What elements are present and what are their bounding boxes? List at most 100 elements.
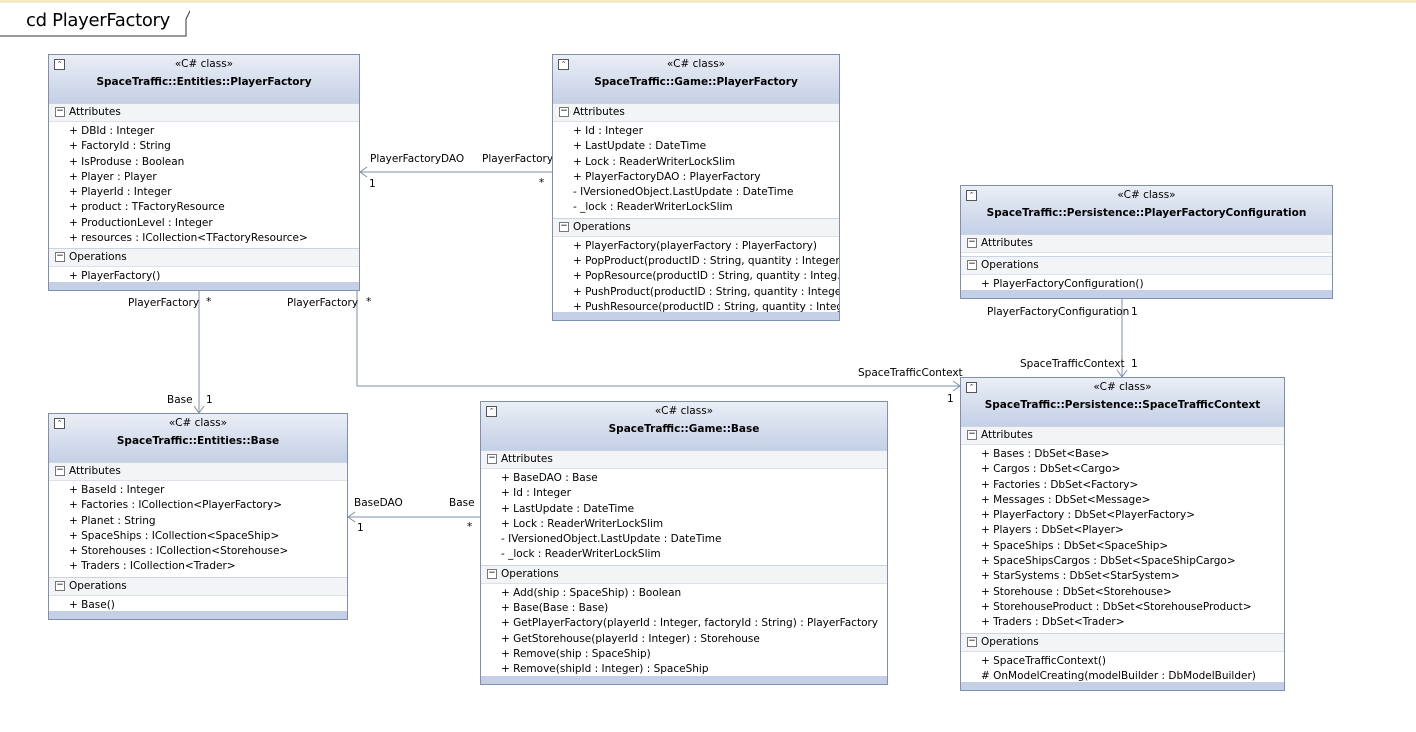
operation-item[interactable]: + PopProduct(productID : String, quantit… [573,255,839,268]
attribute-item[interactable]: + BaseDAO : Base [501,472,598,484]
attribute-item[interactable]: + PlayerId : Integer [69,186,172,199]
collapse-icon[interactable]: ⌃ [966,382,977,393]
attribute-item[interactable]: + SpaceShipsCargos : DbSet<SpaceShipCarg… [981,555,1236,568]
attribute-item[interactable]: - IVersionedObject.LastUpdate : DateTime [501,533,722,546]
class-header: ⌃ «C# class» SpaceTraffic::Game::PlayerF… [553,55,839,103]
multiplicity-base: 1 [206,394,213,406]
operation-item[interactable]: + PushResource(productID : String, quant… [573,300,839,313]
operation-item[interactable]: + Base() [69,598,115,611]
operation-item[interactable]: + PopResource(productID : String, quanti… [573,270,839,283]
class-playerfactory-configuration[interactable]: ⌃ «C# class» SpaceTraffic::Persistence::… [960,185,1333,299]
attribute-item[interactable]: + SpaceShips : DbSet<SpaceShip> [981,539,1169,552]
attribute-item[interactable]: + Traders : DbSet<Trader> [981,616,1125,629]
attribute-item[interactable]: + FactoryId : String [69,140,171,153]
class-entities-base[interactable]: ⌃ «C# class» SpaceTraffic::Entities::Bas… [48,413,348,620]
attributes-compartment-header[interactable]: −Attributes [961,426,1284,445]
class-game-playerfactory[interactable]: ⌃ «C# class» SpaceTraffic::Game::PlayerF… [552,54,840,321]
collapse-minus-icon[interactable]: − [967,259,977,270]
class-header: ⌃ «C# class» SpaceTraffic::Entities::Bas… [49,414,347,462]
attribute-item[interactable]: + resources : ICollection<TFactoryResour… [69,232,308,245]
operation-item[interactable]: + Base(Base : Base) [501,602,609,615]
operations-compartment-header[interactable]: −Operations [49,248,359,268]
attributes-compartment-header[interactable]: −Attributes [961,234,1332,253]
attribute-item[interactable]: - _lock : ReaderWriterLockSlim [501,548,661,561]
collapse-icon[interactable]: ⌃ [486,406,497,417]
attribute-item[interactable]: + Player : Player [69,170,157,183]
attribute-item[interactable]: + Lock : ReaderWriterLockSlim [573,155,736,168]
operations-compartment-header[interactable]: −Operations [961,632,1284,652]
operation-item[interactable]: + PushProduct(productID : String, quanti… [573,285,839,298]
collapse-minus-icon[interactable]: − [487,453,497,464]
attribute-item[interactable]: + BaseId : Integer [69,484,165,496]
diagram-frame-tab [0,9,190,37]
attributes-compartment-header[interactable]: −Attributes [553,103,839,122]
attribute-item[interactable]: + DBId : Integer [69,125,155,137]
class-game-base[interactable]: ⌃ «C# class» SpaceTraffic::Game::Base −A… [480,401,888,685]
attribute-item[interactable]: + Factories : ICollection<PlayerFactory> [69,499,282,512]
attribute-item[interactable]: - _lock : ReaderWriterLockSlim [573,201,733,214]
attribute-item[interactable]: + StorehouseProduct : DbSet<StorehousePr… [981,600,1252,613]
arrowhead-configuration-context [1116,369,1128,378]
role-label-base-playerfactory: PlayerFactory [128,297,200,309]
attribute-item[interactable]: + Messages : DbSet<Message> [981,493,1151,506]
operation-item[interactable]: + PlayerFactory(playerFactory : PlayerFa… [573,239,817,252]
role-label-context-playerfactory: PlayerFactory [287,297,359,309]
operations-list: + PlayerFactory() [49,267,359,286]
attributes-compartment-header[interactable]: −Attributes [49,103,359,122]
operations-compartment-header[interactable]: −Operations [961,256,1332,275]
collapse-minus-icon[interactable]: − [967,635,977,647]
attribute-item[interactable]: + IsProduse : Boolean [69,155,185,168]
attribute-item[interactable]: - IVersionedObject.LastUpdate : DateTime [573,186,794,199]
collapse-minus-icon[interactable]: − [967,429,977,440]
attribute-item[interactable]: + ProductionLevel : Integer [69,216,213,229]
operations-compartment-header[interactable]: −Operations [49,576,347,596]
attribute-item[interactable]: + StarSystems : DbSet<StarSystem> [981,570,1180,583]
collapse-icon[interactable]: ⌃ [54,418,65,429]
collapse-icon[interactable]: ⌃ [966,190,977,201]
attribute-item[interactable]: + SpaceShips : ICollection<SpaceShip> [69,529,280,542]
attribute-item[interactable]: + LastUpdate : DateTime [501,502,635,515]
attribute-item[interactable]: + Storehouses : ICollection<Storehouse> [69,545,289,558]
operation-item[interactable]: + Remove(ship : SpaceShip) [501,647,651,660]
attribute-item[interactable]: + Lock : ReaderWriterLockSlim [501,517,664,530]
collapse-minus-icon[interactable]: − [55,251,65,263]
attribute-item[interactable]: + Cargos : DbSet<Cargo> [981,463,1121,476]
collapse-minus-icon[interactable]: − [55,106,65,117]
attribute-item[interactable]: + product : TFactoryResource [69,201,225,214]
collapse-minus-icon[interactable]: − [55,465,65,476]
collapse-minus-icon[interactable]: − [559,220,569,232]
operations-compartment-header[interactable]: −Operations [481,564,887,584]
attribute-item[interactable]: + Factories : DbSet<Factory> [981,478,1139,491]
operation-item[interactable]: + SpaceTrafficContext() [981,654,1107,667]
operation-item[interactable]: + Add(ship : SpaceShip) : Boolean [501,586,682,599]
operation-item[interactable]: + Remove(shipId : Integer) : SpaceShip [501,663,709,676]
collapse-icon[interactable]: ⌃ [54,59,65,70]
attribute-item[interactable]: + PlayerFactoryDAO : PlayerFactory [573,170,761,183]
operation-item[interactable]: # OnModelCreating(modelBuilder : DbModel… [981,669,1256,682]
attribute-item[interactable]: + Players : DbSet<Player> [981,524,1124,537]
attribute-item[interactable]: + LastUpdate : DateTime [573,140,707,153]
attributes-compartment-header[interactable]: −Attributes [49,462,347,481]
class-name: SpaceTraffic::Persistence::PlayerFactory… [986,207,1307,219]
attributes-list: + BaseId : Integer + Factories : ICollec… [49,481,347,577]
attribute-item[interactable]: + Traders : ICollection<Trader> [69,560,236,573]
attributes-compartment-header[interactable]: −Attributes [481,450,887,469]
operations-compartment-header[interactable]: −Operations [553,217,839,237]
class-spacetraffic-context[interactable]: ⌃ «C# class» SpaceTraffic::Persistence::… [960,377,1285,691]
collapse-minus-icon[interactable]: − [559,106,569,117]
collapse-minus-icon[interactable]: − [487,567,497,579]
operation-item[interactable]: + PlayerFactory() [69,270,161,283]
attribute-item[interactable]: + Planet : String [69,514,156,527]
attribute-item[interactable]: + Id : Integer [573,125,643,137]
operation-item[interactable]: + PlayerFactoryConfiguration() [981,278,1144,290]
collapse-minus-icon[interactable]: − [55,579,65,591]
collapse-icon[interactable]: ⌃ [558,59,569,70]
operation-item[interactable]: + GetPlayerFactory(playerId : Integer, f… [501,617,879,630]
class-entities-playerfactory[interactable]: ⌃ «C# class» SpaceTraffic::Entities::Pla… [48,54,360,291]
collapse-minus-icon[interactable]: − [967,237,977,248]
attribute-item[interactable]: + Storehouse : DbSet<Storehouse> [981,585,1172,598]
operation-item[interactable]: + GetStorehouse(playerId : Integer) : St… [501,632,760,645]
attribute-item[interactable]: + Bases : DbSet<Base> [981,448,1110,460]
attribute-item[interactable]: + PlayerFactory : DbSet<PlayerFactory> [981,509,1195,522]
attribute-item[interactable]: + Id : Integer [501,487,571,500]
